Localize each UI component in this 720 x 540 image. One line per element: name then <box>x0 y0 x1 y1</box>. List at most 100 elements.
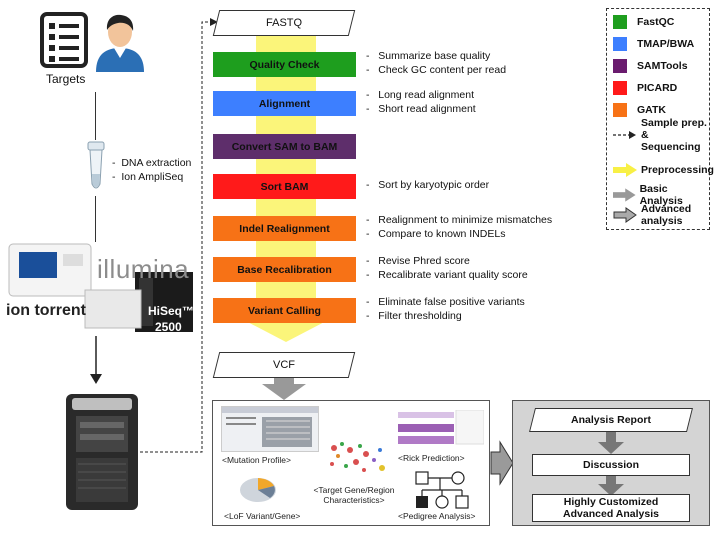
pipeline-note: - Recalibrate variant quality score <box>366 269 528 281</box>
legend-swatch <box>613 15 627 29</box>
test-tube-icon <box>85 140 107 199</box>
pipeline-step-label: Sort BAM <box>260 180 309 193</box>
pipeline-note: - Filter thresholding <box>366 310 462 322</box>
legend-label: GATK <box>637 104 666 116</box>
legend-item: PICARD <box>613 81 677 95</box>
legend-label: TMAP/BWA <box>637 38 695 50</box>
person-icon <box>92 10 148 77</box>
vcf-output-box: VCF <box>212 352 356 378</box>
pipeline-step-label: Alignment <box>258 97 311 110</box>
prep-note: - DNA extraction <box>112 157 192 169</box>
pipeline-note: - Eliminate false positive variants <box>366 296 525 308</box>
connector-line <box>95 92 96 140</box>
caption-pedigree: <Pedigree Analysis> <box>398 511 476 521</box>
fastq-label: FASTQ <box>265 17 303 29</box>
caption-mutation-profile: <Mutation Profile> <box>222 455 291 465</box>
pipeline-step: Indel Realignment <box>213 216 356 241</box>
hiseq-label: HiSeq™ <box>148 304 195 318</box>
pipeline-note: - Sort by karyotypic order <box>366 179 490 191</box>
pipeline-step-label: Convert SAM to BAM <box>231 140 338 153</box>
checklist-icon <box>40 12 88 73</box>
legend-item: SAMTools <box>613 59 688 73</box>
pipeline-step: Alignment <box>213 91 356 116</box>
custom-analysis-label: Highly Customized Advanced Analysis <box>563 496 659 520</box>
caption-target-gene: <Target Gene/Region Characteristics> <box>313 485 395 505</box>
pipeline-step-label: Indel Realignment <box>239 222 330 235</box>
legend-item-outlined: Advanced analysis <box>613 203 701 227</box>
legend-item: GATK <box>613 103 666 117</box>
outlined-arrow-icon <box>613 207 637 223</box>
pipeline-note: - Short read alignment <box>366 103 476 115</box>
custom-analysis-box: Highly Customized Advanced Analysis <box>532 494 690 522</box>
down-arrow <box>598 432 624 454</box>
pipeline-note: - Realignment to minimize mismatches <box>366 214 553 226</box>
pipeline-step: Variant Calling <box>213 298 356 323</box>
illumina-logo: illumina <box>97 254 190 284</box>
caption-lof-variant: <LoF Variant/Gene> <box>224 511 301 521</box>
ion-torrent-logo: ion torrent <box>6 302 86 319</box>
risk-prediction-image <box>398 409 485 448</box>
legend-swatch <box>613 37 627 51</box>
pipeline-step: Base Recalibration <box>213 257 356 282</box>
pipeline-step-notes: - Realignment to minimize mismatches - Co… <box>366 213 552 241</box>
basic-analysis-arrow <box>262 378 306 400</box>
pipeline-step: Convert SAM to BAM <box>213 134 356 159</box>
legend-item-dashed: Sample prep. & Sequencing <box>613 117 707 153</box>
advanced-analysis-arrow <box>490 440 514 486</box>
hiseq-model-label: 2500 <box>155 320 182 334</box>
sequencer-image <box>5 238 195 336</box>
legend-item: FastQC <box>613 15 674 29</box>
pipeline-step: Quality Check <box>213 52 356 77</box>
lof-pie-image <box>234 472 284 511</box>
computer-tower-icon <box>62 392 142 517</box>
pipeline-step-label: Quality Check <box>249 58 320 71</box>
connector-arrow <box>89 336 103 391</box>
connector-line <box>95 196 96 242</box>
discussion-box: Discussion <box>532 454 690 476</box>
dashed-connector <box>140 18 218 453</box>
pipeline-note: - Summarize base quality <box>366 50 491 62</box>
pipeline-step-label: Variant Calling <box>248 304 321 317</box>
legend-item-gray: Basic Analysis <box>613 183 709 207</box>
legend-label: Preprocessing <box>641 164 714 176</box>
legend-label: Advanced analysis <box>641 203 692 227</box>
legend-item: TMAP/BWA <box>613 37 694 51</box>
prep-note: - Ion AmpliSeq <box>112 171 184 183</box>
caption-risk-prediction: <Rick Prediction> <box>398 453 465 463</box>
dashed-arrow-icon <box>613 131 636 139</box>
legend-label: PICARD <box>637 82 678 94</box>
legend-swatch <box>613 103 627 117</box>
pipeline-step-notes: - Revise Phred score - Recalibrate varian… <box>366 254 528 282</box>
pipeline-step-notes: - Eliminate false positive variants - Fil… <box>366 295 525 323</box>
vcf-label: VCF <box>273 359 295 371</box>
legend-label: FastQC <box>637 16 675 28</box>
targets-label: Targets <box>46 72 86 86</box>
pipeline-note: - Long read alignment <box>366 89 474 101</box>
pipeline-note: - Revise Phred score <box>366 255 470 267</box>
legend-swatch <box>613 81 627 95</box>
yellow-arrow-icon <box>613 163 637 177</box>
legend-label: Sample prep. & Sequencing <box>641 117 707 153</box>
analysis-report-box: Analysis Report <box>529 408 693 432</box>
pipeline-note: - Check GC content per read <box>366 64 507 76</box>
analysis-report-label: Analysis Report <box>571 414 651 426</box>
pipeline-step-notes: - Summarize base quality - Check GC conte… <box>366 49 506 77</box>
down-arrow <box>598 476 624 496</box>
gene-network-image <box>320 436 394 485</box>
mutation-profile-image <box>221 406 319 452</box>
fastq-input-box: FASTQ <box>212 10 356 36</box>
pedigree-image <box>412 468 472 517</box>
legend-label: SAMTools <box>637 60 688 72</box>
legend-item-yellow: Preprocessing <box>613 163 714 177</box>
legend-swatch <box>613 59 627 73</box>
discussion-label: Discussion <box>582 459 640 471</box>
prep-notes: - DNA extraction - Ion AmpliSeq <box>112 156 191 184</box>
legend-label: Basic Analysis <box>639 183 683 207</box>
pipeline-note: - Compare to known INDELs <box>366 228 506 240</box>
pipeline-step-notes: - Sort by karyotypic order <box>366 178 489 192</box>
pipeline-step-label: Base Recalibration <box>237 263 332 276</box>
pipeline-step: Sort BAM <box>213 174 356 199</box>
pipeline-step-notes: - Long read alignment - Short read alignm… <box>366 88 476 116</box>
gray-arrow-icon <box>613 188 636 202</box>
